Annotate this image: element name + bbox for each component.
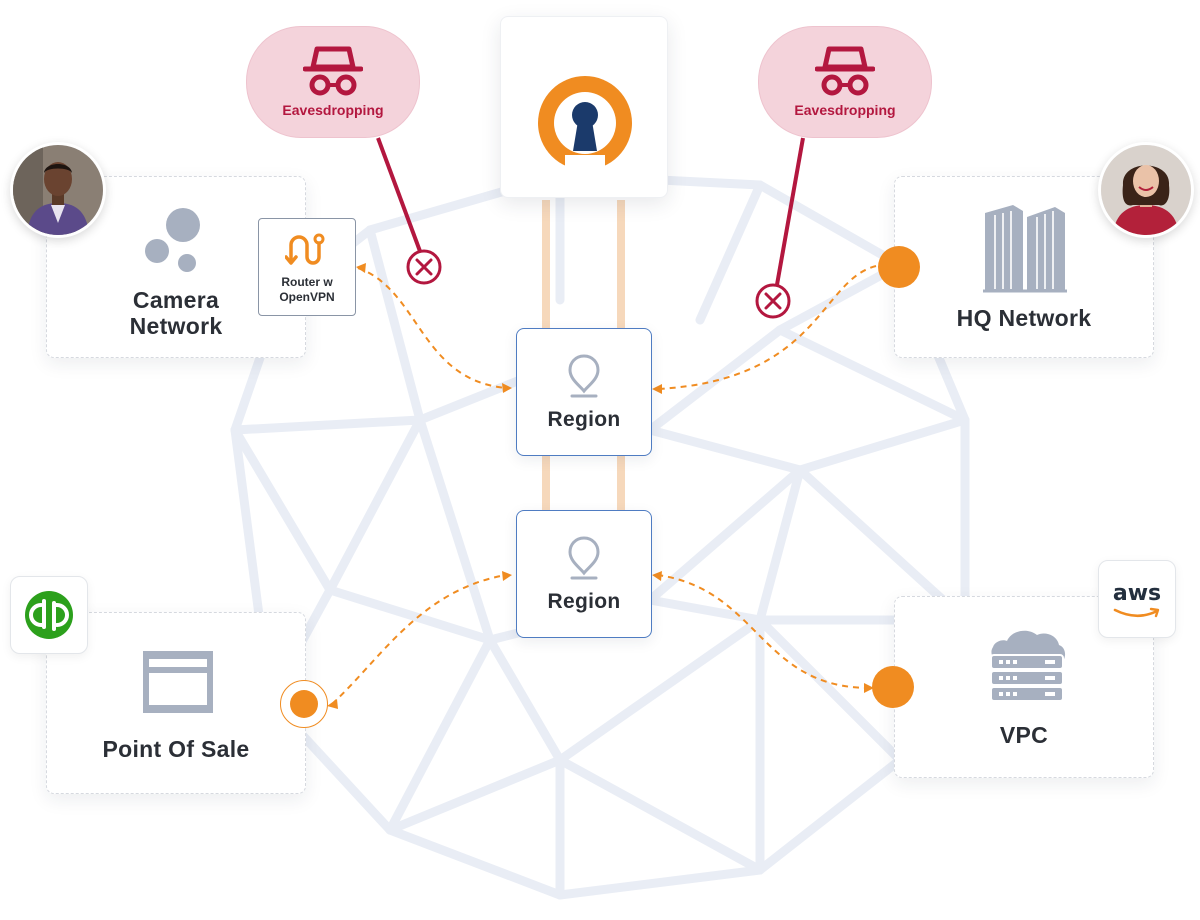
- eavesdropping-threat-left: Eavesdropping: [246, 26, 420, 138]
- hq-connection-node: [878, 246, 920, 288]
- man-avatar: [10, 142, 106, 238]
- card-terminal-icon: [143, 651, 213, 713]
- vpc-label: VPC: [999, 722, 1049, 748]
- aws-logo-text: aws: [1112, 581, 1162, 606]
- aws-logo: [1113, 607, 1160, 618]
- dots-cluster-icon: [145, 208, 200, 272]
- openvpn-logo-card: [500, 16, 668, 198]
- region-label: Region: [547, 590, 621, 613]
- eavesdropping-threat-right: Eavesdropping: [758, 26, 932, 138]
- spy-icon: [815, 46, 875, 96]
- route-icon: [285, 233, 325, 265]
- hq-network-label: HQ Network: [956, 305, 1092, 331]
- threat-label: Eavesdropping: [282, 102, 384, 118]
- camera-network-label-line1: Camera: [132, 287, 220, 313]
- quickbooks-logo: [25, 591, 73, 639]
- router-openvpn-box[interactable]: Router w OpenVPN: [258, 218, 356, 316]
- location-pin-icon: [568, 536, 600, 580]
- spy-icon: [303, 46, 363, 96]
- region-box-2[interactable]: Region: [516, 510, 652, 638]
- vpc-connection-node: [872, 666, 914, 708]
- region-box-1[interactable]: Region: [516, 328, 652, 456]
- router-label-line1: Router w: [281, 275, 333, 289]
- pos-connection-node: [280, 680, 328, 728]
- threat-label: Eavesdropping: [794, 102, 896, 118]
- openvpn-logo: [538, 76, 632, 175]
- woman-avatar: [1098, 142, 1194, 238]
- office-buildings-icon: [983, 205, 1067, 293]
- quickbooks-badge: [10, 576, 88, 654]
- point-of-sale-card[interactable]: Point Of Sale: [46, 612, 306, 794]
- camera-network-label-line2: Network: [129, 313, 223, 339]
- location-pin-icon: [568, 354, 600, 398]
- region-label: Region: [547, 408, 621, 431]
- point-of-sale-label: Point Of Sale: [102, 736, 250, 762]
- router-label-line2: OpenVPN: [279, 290, 335, 304]
- aws-badge: aws: [1098, 560, 1176, 638]
- cloud-server-icon: [990, 630, 1066, 702]
